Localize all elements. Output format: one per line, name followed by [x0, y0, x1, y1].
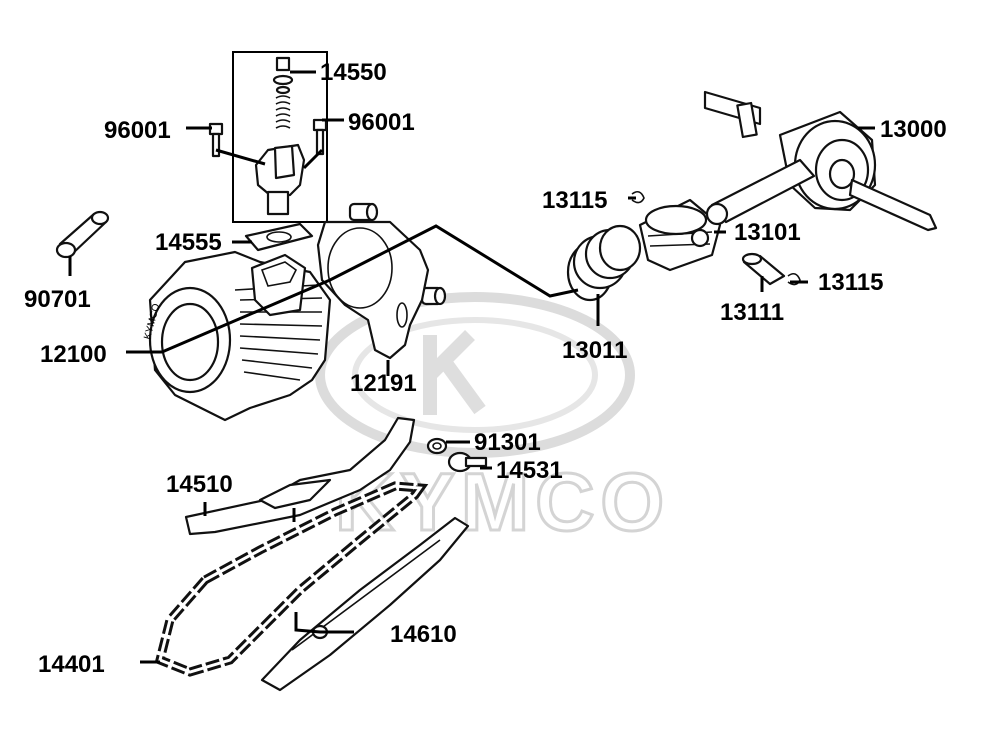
dowel-pin-top — [348, 202, 379, 222]
cam-chain-tensioner — [254, 56, 306, 216]
chain-guide — [184, 416, 416, 536]
piston — [638, 198, 722, 272]
piston-pin — [741, 252, 786, 286]
callout-14510: 14510 — [166, 471, 233, 498]
crankshaft — [703, 90, 938, 232]
cylinder-gasket — [316, 220, 430, 360]
callout-96001-left: 96001 — [104, 117, 171, 144]
callout-14550: 14550 — [320, 59, 387, 86]
callout-13115-bottom: 13115 — [818, 269, 883, 296]
piston-rings — [566, 224, 642, 302]
pin-clip-bottom — [787, 272, 801, 286]
dowel-pin-bottom — [420, 286, 447, 306]
callout-13101: 13101 — [734, 219, 801, 246]
callout-14610: 14610 — [390, 621, 457, 648]
bolt-right — [312, 118, 328, 156]
callout-13011: 13011 — [562, 337, 627, 364]
leader-lines — [68, 70, 875, 664]
pin-clip-top — [631, 190, 645, 204]
callout-12191: 12191 — [350, 370, 417, 397]
cylinder-block: KYMCO — [142, 250, 332, 422]
cam-chain — [154, 481, 429, 677]
tensioner-group-box — [232, 51, 328, 223]
callout-12100: 12100 — [40, 341, 107, 368]
callout-13115-top: 13115 — [542, 187, 607, 214]
callout-14401: 14401 — [38, 651, 105, 678]
callout-96001-right: 96001 — [348, 109, 415, 136]
callout-labels: 14550 96001 96001 13000 13115 13101 1455… — [24, 59, 947, 678]
callout-91301: 91301 — [474, 429, 541, 456]
callout-14531: 14531 — [496, 457, 563, 484]
washer — [426, 437, 448, 455]
callout-14555: 14555 — [155, 229, 222, 256]
bolt-left — [208, 122, 224, 158]
callout-13000: 13000 — [880, 116, 947, 143]
guide-bolt — [447, 451, 488, 473]
callout-90701: 90701 — [24, 286, 91, 313]
tensioner-gasket — [244, 222, 314, 252]
callout-13111: 13111 — [720, 299, 784, 326]
pin-90701 — [55, 210, 110, 259]
